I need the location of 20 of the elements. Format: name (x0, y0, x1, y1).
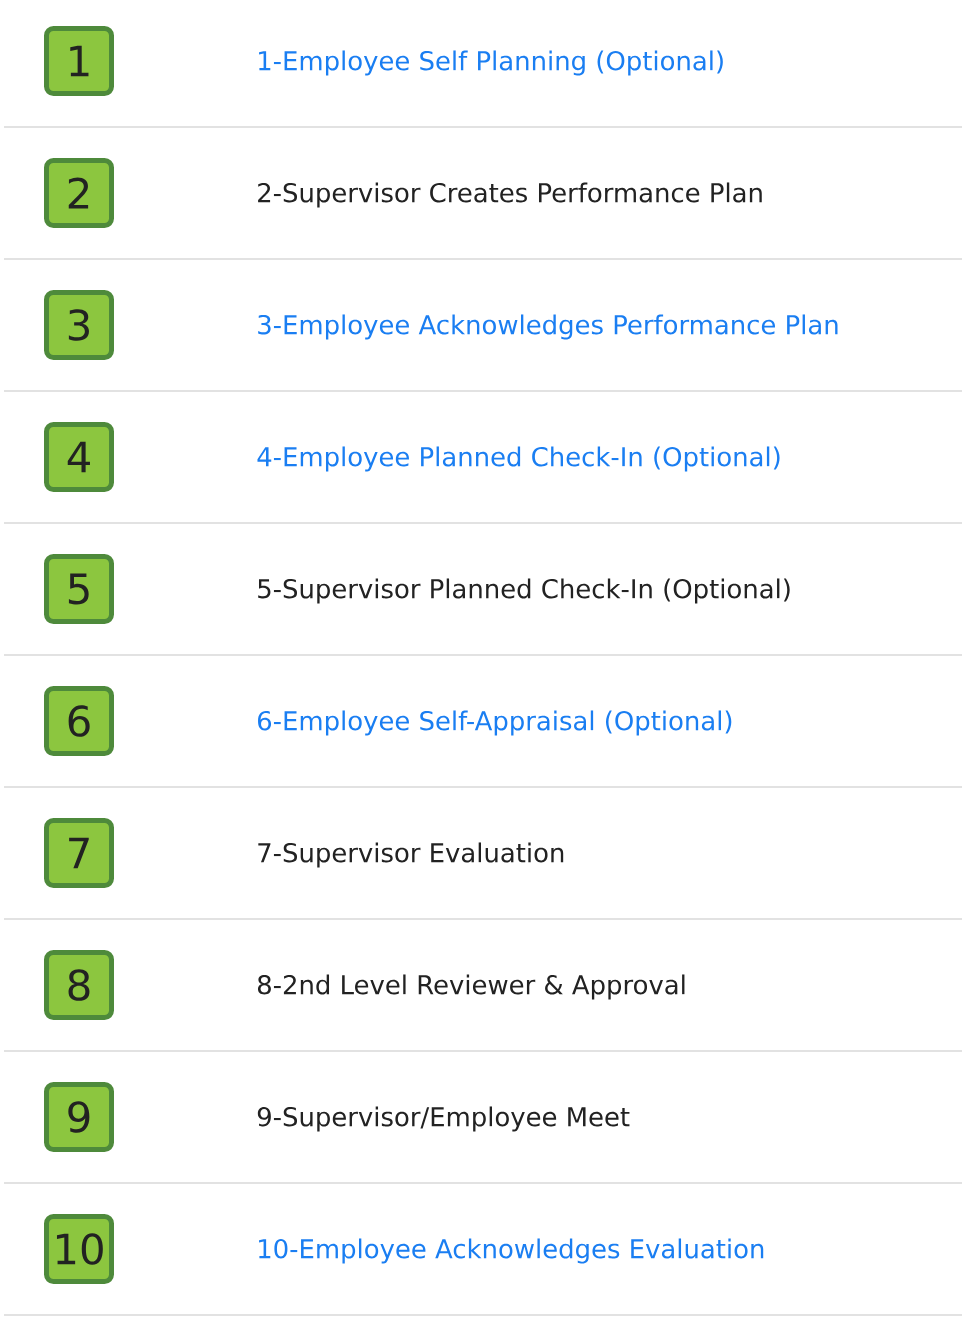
number-badge: 5 (44, 554, 114, 624)
number-badge: 8 (44, 950, 114, 1020)
number-badge: 1 (44, 26, 114, 96)
step-link: 3-Employee Acknowledges Performance Plan (258, 314, 838, 340)
step-link: 1-Employee Self Planning (Optional) (259, 50, 723, 76)
number-badge: 3 (44, 290, 114, 360)
step-link: 10-Employee Acknowledges Evaluation (259, 1238, 764, 1264)
number-badge: 10 (44, 1214, 114, 1284)
number-badge: 4 (44, 422, 114, 492)
step-link: 6-Employee Self-Appraisal (Optional) (258, 710, 732, 736)
step-link: 4-Employee Planned Check-In (Optional) (257, 446, 780, 472)
step-title: 2-Supervisor Creates Performance Plan (258, 182, 762, 208)
number-badge: 6 (44, 686, 114, 756)
number-badge: 9 (44, 1082, 114, 1152)
step-title: 9-Supervisor/Employee Meet (257, 1106, 630, 1132)
step-title: 5-Supervisor Planned Check-In (Optional) (258, 578, 790, 604)
number-badge: 7 (44, 818, 114, 888)
number-badge: 2 (44, 158, 114, 228)
step-title: 8-2nd Level Reviewer & Approval (257, 974, 685, 1000)
step-title: 7-Supervisor Evaluation (258, 842, 564, 868)
